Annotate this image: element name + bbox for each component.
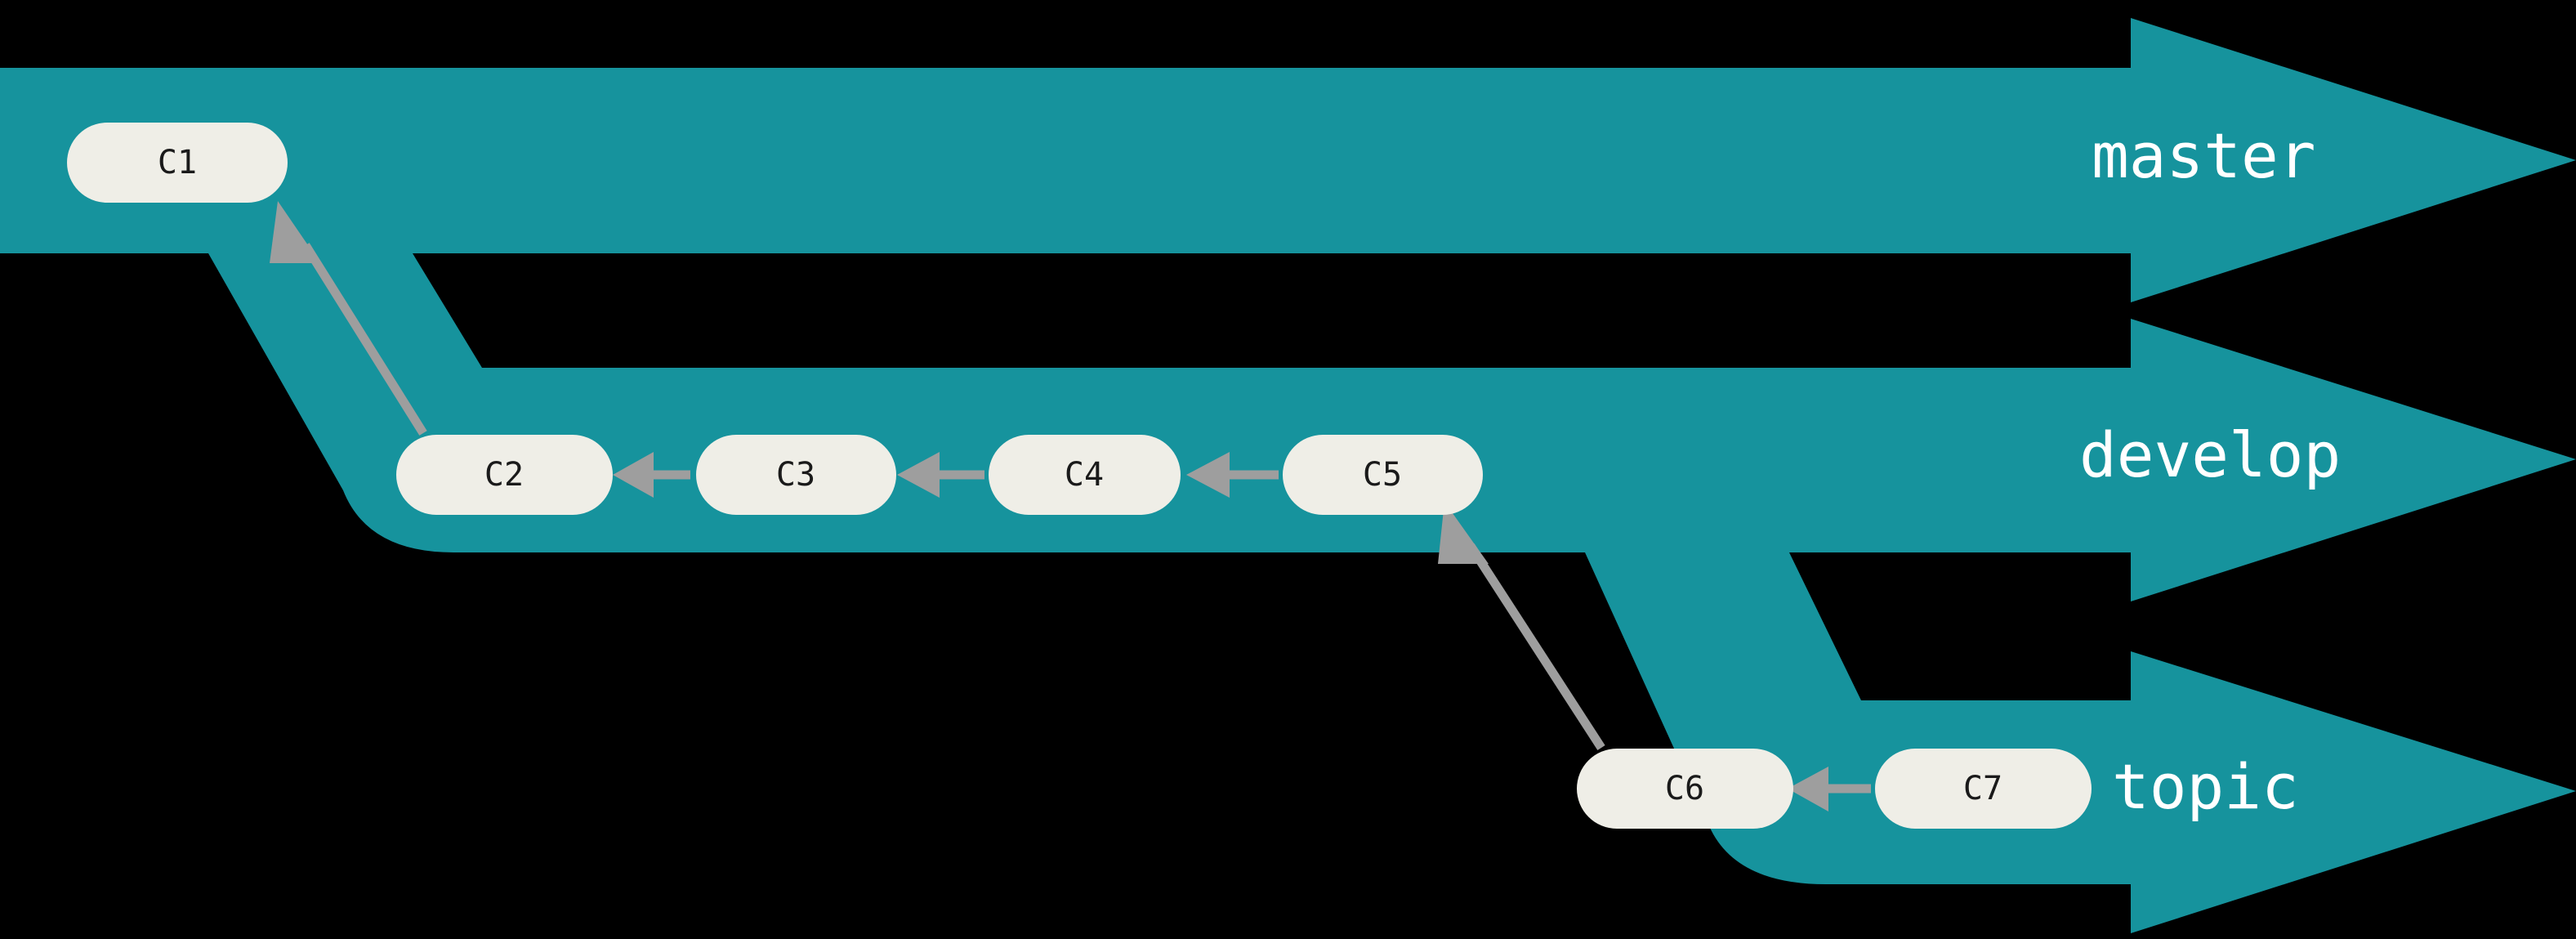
commit-node-c5-shape[interactable]: [1283, 435, 1483, 515]
commit-node-c4[interactable]: C4: [989, 435, 1181, 515]
branch-label-topic: topic: [2112, 750, 2299, 823]
commit-node-c7-label: C7: [1963, 770, 2002, 807]
edge-c5-c4-arrowhead: [1186, 452, 1230, 498]
commit-node-c6-label: C6: [1665, 770, 1704, 807]
edge-c6-c5-line: [1467, 543, 1605, 750]
branch-band-topic: [1585, 552, 2576, 933]
commit-node-c2-label: C2: [484, 456, 524, 494]
topic-band-shape: [1585, 552, 2576, 933]
commit-node-c3-shape[interactable]: [696, 435, 896, 515]
edge-c2-to-c1: [270, 201, 427, 436]
branch-label-develop: develop: [2079, 418, 2341, 491]
branch-band-master: [0, 18, 2576, 302]
edge-c4-c3-arrowhead: [897, 452, 940, 498]
edge-c4-to-c3: [897, 452, 984, 498]
commit-node-c2[interactable]: C2: [396, 435, 613, 515]
edge-c6-to-c5: [1438, 502, 1605, 750]
edge-c2-c1-line: [301, 243, 427, 436]
commit-node-c1[interactable]: C1: [67, 123, 288, 203]
commit-node-c6[interactable]: C6: [1577, 749, 1793, 829]
commit-node-c4-shape[interactable]: [989, 435, 1181, 515]
edge-c2-c1-arrowhead: [270, 201, 320, 263]
commit-node-c3[interactable]: C3: [696, 435, 896, 515]
edge-c6-c5-arrowhead: [1438, 502, 1489, 564]
master-band-shape: [0, 18, 2576, 302]
edge-c3-to-c2: [613, 452, 690, 498]
commit-node-c3-label: C3: [776, 456, 815, 494]
commit-node-c6-shape[interactable]: [1577, 749, 1793, 829]
edge-c7-to-c6: [1788, 767, 1871, 812]
commit-node-c4-label: C4: [1065, 456, 1104, 494]
commit-node-c1-shape[interactable]: [67, 123, 288, 203]
commit-node-c7-shape[interactable]: [1875, 749, 2092, 829]
commit-node-c2-shape[interactable]: [396, 435, 613, 515]
commit-node-c7[interactable]: C7: [1875, 749, 2092, 829]
branch-label-master: master: [2092, 119, 2316, 192]
commit-node-c5-label: C5: [1363, 456, 1402, 494]
commit-node-c5[interactable]: C5: [1283, 435, 1483, 515]
commit-node-c1-label: C1: [158, 144, 197, 181]
edge-c5-to-c4: [1186, 452, 1279, 498]
edge-c3-c2-arrowhead: [613, 452, 654, 498]
edge-c7-c6-arrowhead: [1788, 767, 1828, 812]
